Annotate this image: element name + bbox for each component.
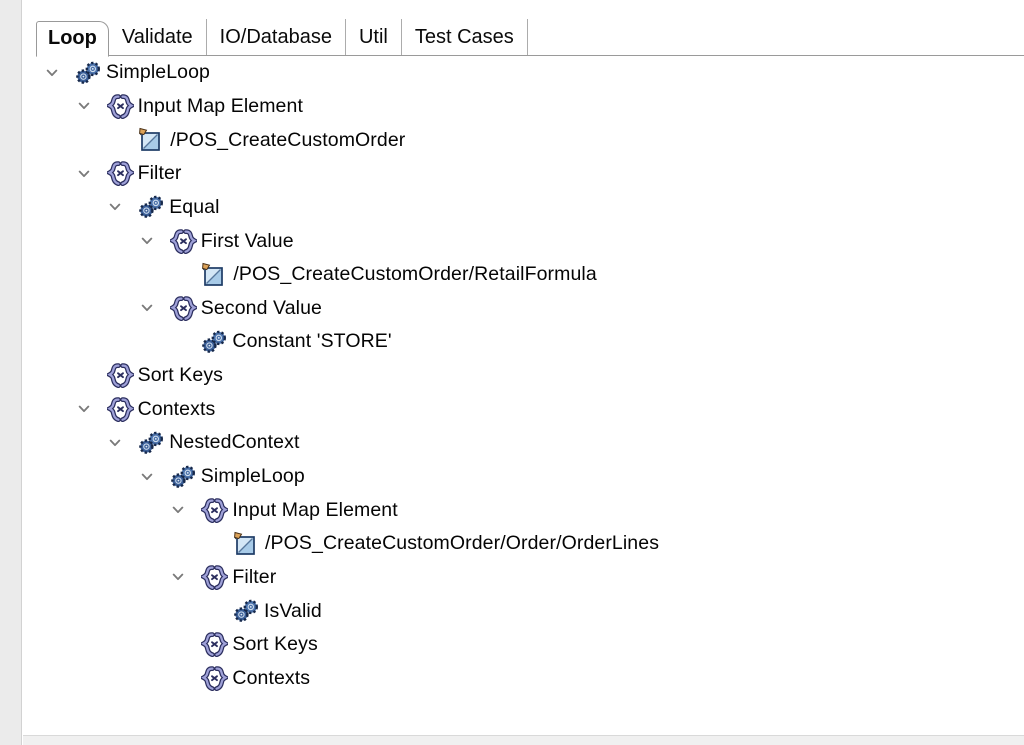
chevron-down-icon[interactable] — [108, 200, 122, 214]
chevron-down-icon[interactable] — [140, 301, 154, 315]
chevron-down-icon[interactable] — [140, 470, 154, 484]
tree-row[interactable]: SimpleLoop — [23, 460, 1024, 494]
gears-icon — [233, 599, 260, 623]
tree-row[interactable]: Constant 'STORE' — [23, 325, 1024, 359]
gears-icon — [75, 61, 102, 85]
loop-brackets-icon — [169, 296, 197, 321]
tab-test-cases[interactable]: Test Cases — [402, 19, 528, 55]
tree-row-label: /POS_CreateCustomOrder/RetailFormula — [233, 263, 597, 286]
tree-row-label: SimpleLoop — [200, 465, 305, 487]
loop-brackets-icon — [201, 565, 229, 590]
tree-row-label: Input Map Element — [137, 94, 303, 117]
chevron-down-icon[interactable] — [77, 167, 91, 181]
tree-row[interactable]: Input Map Element — [23, 90, 1024, 124]
tree-row[interactable]: NestedContext — [23, 426, 1024, 460]
tree-row-label: SimpleLoop — [106, 61, 210, 84]
tab-io-database[interactable]: IO/Database — [207, 19, 346, 55]
tab-loop[interactable]: Loop — [36, 20, 109, 57]
chevron-down-icon[interactable] — [171, 503, 185, 517]
tree-row[interactable]: Filter — [23, 561, 1024, 595]
tree-row-label: /POS_CreateCustomOrder — [170, 128, 406, 151]
tree-row[interactable]: Contexts — [23, 662, 1024, 696]
tree-row[interactable]: Contexts — [23, 392, 1024, 426]
tree-row[interactable]: Sort Keys — [23, 628, 1024, 662]
tree-row-label: Equal — [169, 195, 220, 218]
tree-row-label: Filter — [232, 565, 277, 588]
bottom-panel-edge — [23, 735, 1024, 745]
tree-row[interactable]: SimpleLoop — [23, 56, 1024, 90]
loop-brackets-icon — [201, 632, 229, 658]
tree-row-label: NestedContext — [169, 431, 300, 454]
chevron-down-icon[interactable] — [108, 436, 122, 450]
tree-row-label: First Value — [200, 229, 294, 252]
loop-brackets-icon — [169, 228, 197, 254]
loop-brackets-icon — [201, 497, 229, 523]
gears-icon — [138, 195, 165, 219]
tree-row[interactable]: Input Map Element — [23, 493, 1024, 527]
tree-row-label: /POS_CreateCustomOrder/Order/OrderLines — [265, 532, 660, 555]
tree-row-label: Contexts — [137, 397, 216, 420]
tree-row[interactable]: /POS_CreateCustomOrder/RetailFormula — [23, 258, 1024, 292]
mapped-document-icon — [233, 531, 258, 557]
gears-icon — [138, 431, 165, 455]
tree-row-label: Sort Keys — [137, 364, 224, 387]
gears-icon — [201, 330, 228, 354]
tree-row[interactable]: Filter — [23, 157, 1024, 191]
tree-row[interactable]: /POS_CreateCustomOrder/Order/OrderLines — [23, 527, 1024, 561]
tree-row[interactable]: First Value — [23, 224, 1024, 258]
chevron-down-icon[interactable] — [77, 402, 91, 416]
chevron-down-icon[interactable] — [77, 99, 91, 113]
tab-validate[interactable]: Validate — [109, 19, 207, 55]
loop-brackets-icon — [201, 666, 229, 691]
tree-row-label: Sort Keys — [232, 633, 318, 656]
tab-util[interactable]: Util — [346, 19, 402, 55]
tree-row[interactable]: Sort Keys — [23, 359, 1024, 393]
chevron-down-icon[interactable] — [140, 234, 154, 248]
chevron-down-icon[interactable] — [45, 66, 59, 80]
tree-row-label: Contexts — [232, 666, 311, 689]
tree-row[interactable]: Second Value — [23, 291, 1024, 325]
loop-brackets-icon — [106, 161, 134, 187]
tree-row[interactable]: IsValid — [23, 594, 1024, 628]
tree-row-label: Second Value — [200, 296, 322, 319]
tree-row[interactable]: /POS_CreateCustomOrder — [23, 123, 1024, 157]
mapped-document-icon — [201, 262, 226, 288]
loop-brackets-icon — [106, 396, 134, 422]
tree-row-label: IsValid — [264, 599, 322, 622]
mapped-document-icon — [138, 127, 163, 153]
chevron-down-icon[interactable] — [171, 570, 185, 584]
tree-row-label: Filter — [137, 162, 182, 185]
loop-brackets-icon — [106, 363, 134, 389]
gears-icon — [170, 465, 197, 489]
tree-row-label: Constant 'STORE' — [232, 330, 392, 353]
left-panel-edge — [0, 0, 22, 745]
tree-row[interactable]: Equal — [23, 191, 1024, 225]
tree-row-label: Input Map Element — [232, 498, 398, 521]
loop-brackets-icon — [106, 94, 134, 119]
